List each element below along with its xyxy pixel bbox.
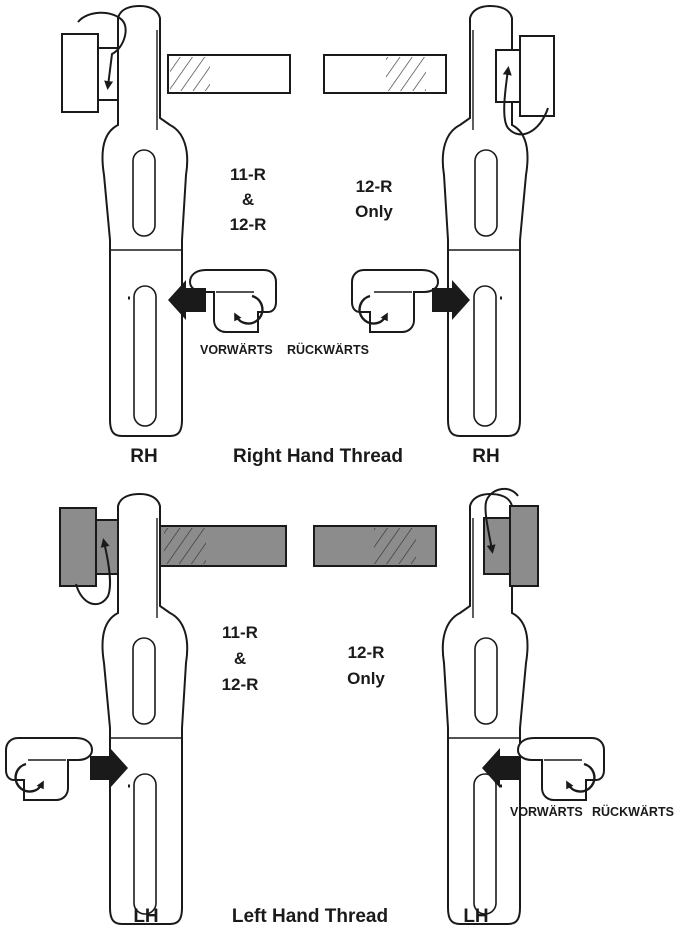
top-left-forward-arrow-icon [168,280,206,320]
top-right-side-label: RH [472,446,499,467]
bottom-left-forward-arrow-icon [90,748,128,788]
top-right-tooth-label-1: 12-R [356,177,393,196]
bottom-left-rotation-arrow [75,538,112,606]
bottom-left-circular-arrow-icon [14,762,44,793]
bottom-right-forward-arrow-icon [482,748,520,788]
bottom-direction-reverse: RÜCKWÄRTS [592,804,674,819]
top-right-rotation-arrow [502,66,549,136]
top-left-side-label: RH [130,446,157,467]
top-left-tooth-label-2: 12-R [230,215,267,234]
top-direction-reverse: RÜCKWÄRTS [287,342,369,357]
bottom-caption: Left Hand Thread [232,906,388,927]
top-left-nut [61,33,121,113]
top-panel: 11-R & 12-R 12-R Only VORWÄRTS RÜCKWÄRTS… [61,4,555,467]
top-right-hand-icon [351,269,439,333]
bottom-right-side-label: LH [463,906,488,927]
top-right-bar [323,54,447,94]
top-left-bar [167,54,291,94]
top-caption: Right Hand Thread [233,446,403,467]
bottom-right-tooth-label-2: Only [347,669,385,688]
top-left-tooth-label-amp: & [242,190,254,209]
bottom-panel: 11-R & 12-R 12-R Only VORWÄRTS RÜCKWÄRTS… [5,487,674,927]
top-direction-forward: VORWÄRTS [200,342,273,357]
top-left-tooth-label-1: 11-R [230,165,266,184]
top-right-tooth-label-2: Only [355,202,393,221]
bottom-right-tooth-label-1: 12-R [348,643,385,662]
top-left-circular-arrow-icon [234,294,264,325]
bottom-direction-forward: VORWÄRTS [510,804,583,819]
bottom-right-circular-arrow-icon [566,762,596,793]
top-left-rotation-arrow [77,11,127,90]
bottom-right-rotation-arrow [484,487,519,554]
top-right-circular-arrow-icon [358,294,388,325]
bottom-left-tooth-label-2: 12-R [222,675,259,694]
bottom-left-nut [59,507,121,587]
top-right-forward-arrow-icon [432,280,470,320]
bottom-left-side-label: LH [133,906,158,927]
bottom-left-bar [159,525,287,567]
bottom-left-tooth-label-amp: & [234,649,246,668]
bottom-right-bar [313,525,437,567]
bottom-left-tooth-label-1: 11-R [222,623,258,642]
